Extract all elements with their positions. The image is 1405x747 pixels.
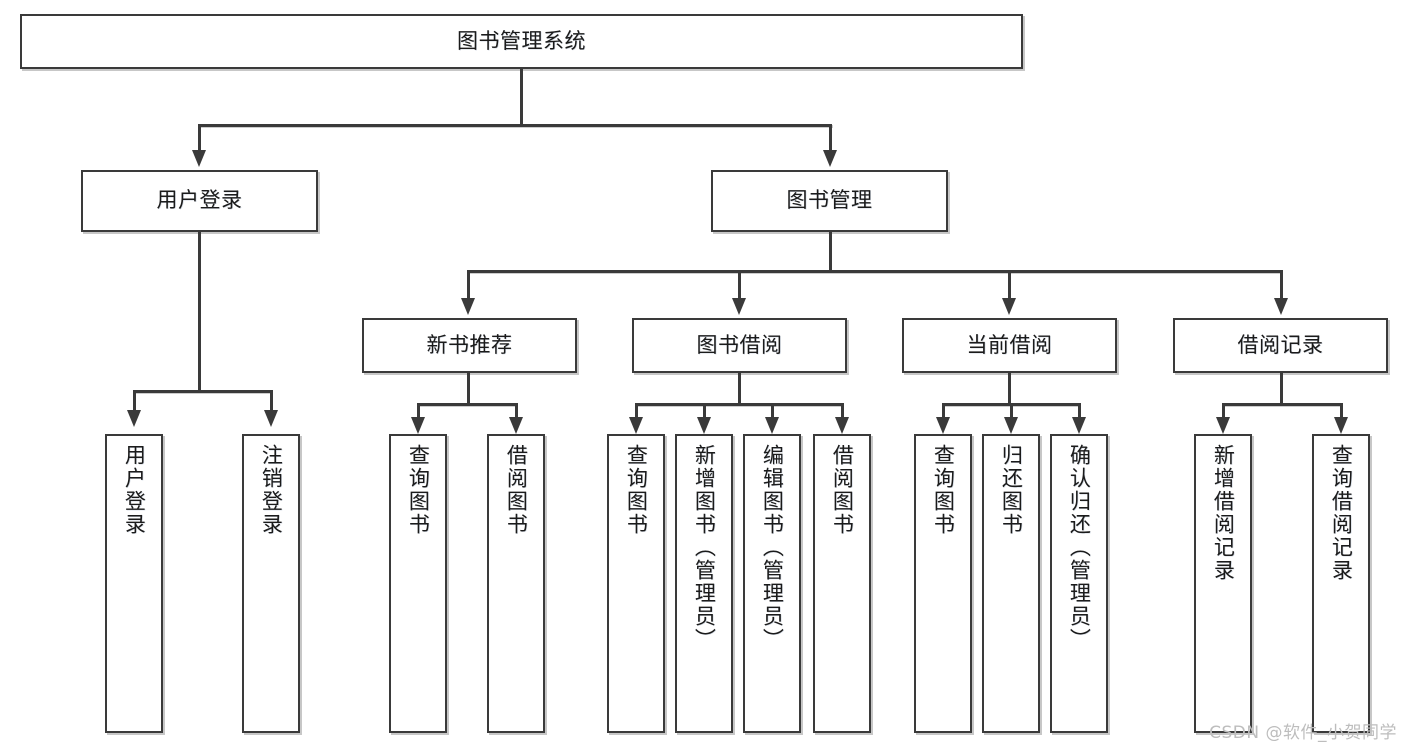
node-current-borrow[interactable]: 当前借阅 — [902, 318, 1117, 373]
arrowhead-leaf-query-book-1 — [411, 417, 425, 434]
node-leaf-user-logout[interactable]: 注销登录 — [242, 434, 300, 733]
node-leaf-confirm-return-label: 确认归还（管理员） — [1067, 444, 1092, 651]
node-leaf-edit-book-label: 编辑图书（管理员） — [760, 444, 785, 651]
arrowhead-leaf-confirm-return — [1072, 417, 1086, 434]
arrowhead-leaf-return-book — [1004, 417, 1018, 434]
arrowhead-leaf-add-record — [1216, 417, 1230, 434]
connector-book-borrow-branch-1 — [635, 403, 638, 417]
node-book-manage-label: 图书管理 — [786, 188, 873, 213]
node-book-manage[interactable]: 图书管理 — [711, 170, 948, 232]
connector-user-login-stem — [198, 232, 201, 392]
connector-to-borrow-record — [1280, 270, 1283, 298]
arrowhead-book-manage — [823, 150, 837, 167]
arrowhead-leaf-query-record — [1334, 417, 1348, 434]
node-leaf-return-book[interactable]: 归还图书 — [982, 434, 1040, 733]
arrowhead-leaf-query-book-3 — [936, 417, 950, 434]
node-leaf-query-book-3[interactable]: 查询图书 — [914, 434, 972, 733]
connector-book-borrow-branch-3 — [771, 403, 774, 417]
node-book-borrow-label: 图书借阅 — [696, 332, 783, 357]
connector-current-borrow-branch-2 — [1010, 403, 1013, 417]
node-leaf-edit-book[interactable]: 编辑图书（管理员） — [743, 434, 801, 733]
connector-current-borrow-branch-3 — [1078, 403, 1081, 417]
arrowhead-leaf-edit-book — [765, 417, 779, 434]
node-borrow-record[interactable]: 借阅记录 — [1173, 318, 1388, 373]
arrowhead-user-login — [192, 150, 206, 167]
connector-borrow-record-branch-2 — [1340, 403, 1343, 417]
node-leaf-confirm-return[interactable]: 确认归还（管理员） — [1050, 434, 1108, 733]
watermark: CSDN @软件_小贺同学 — [1209, 723, 1397, 743]
connector-borrow-record-branch-1 — [1222, 403, 1225, 417]
node-leaf-return-book-label: 归还图书 — [999, 444, 1024, 536]
connector-borrow-record-stem — [1280, 373, 1283, 405]
arrowhead-leaf-borrow-book-2 — [835, 417, 849, 434]
node-leaf-query-book-2[interactable]: 查询图书 — [607, 434, 665, 733]
connector-new-book-recommend-branch-1 — [417, 403, 420, 417]
connector-to-new-book-recommend — [467, 270, 470, 298]
connector-new-book-recommend-stem — [467, 373, 470, 405]
connector-root-to-book-manage — [829, 124, 832, 150]
connector-current-borrow-stem — [1008, 373, 1011, 405]
node-leaf-query-record[interactable]: 查询借阅记录 — [1312, 434, 1370, 733]
connector-root-stem — [520, 69, 523, 125]
node-leaf-add-record-label: 新增借阅记录 — [1211, 444, 1236, 582]
node-borrow-record-label: 借阅记录 — [1237, 332, 1324, 357]
connector-book-borrow-bus — [635, 403, 843, 406]
arrowhead-book-borrow — [732, 298, 746, 315]
node-leaf-query-record-label: 查询借阅记录 — [1329, 444, 1354, 582]
node-new-book-recommend-label: 新书推荐 — [426, 332, 513, 357]
node-root[interactable]: 图书管理系统 — [20, 14, 1023, 69]
node-leaf-query-book-1-label: 查询图书 — [406, 444, 431, 536]
node-root-label: 图书管理系统 — [457, 28, 586, 53]
node-leaf-user-login-label: 用户登录 — [122, 444, 147, 536]
node-leaf-add-record[interactable]: 新增借阅记录 — [1194, 434, 1252, 733]
arrowhead-leaf-add-book — [697, 417, 711, 434]
connector-user-login-bus — [133, 390, 272, 393]
connector-current-borrow-branch-1 — [942, 403, 945, 417]
arrowhead-new-book-recommend — [461, 298, 475, 315]
node-leaf-borrow-book-2[interactable]: 借阅图书 — [813, 434, 871, 733]
node-leaf-add-book[interactable]: 新增图书（管理员） — [675, 434, 733, 733]
node-leaf-borrow-book-1[interactable]: 借阅图书 — [487, 434, 545, 733]
node-leaf-user-logout-label: 注销登录 — [259, 444, 284, 536]
arrowhead-borrow-record — [1274, 298, 1288, 315]
connector-to-book-borrow — [738, 270, 741, 298]
node-leaf-borrow-book-1-label: 借阅图书 — [504, 444, 529, 536]
connector-book-borrow-branch-2 — [703, 403, 706, 417]
arrowhead-leaf-user-login — [127, 410, 141, 427]
node-user-login-label: 用户登录 — [156, 188, 243, 213]
node-user-login[interactable]: 用户登录 — [81, 170, 318, 232]
node-current-borrow-label: 当前借阅 — [966, 332, 1053, 357]
node-leaf-query-book-1[interactable]: 查询图书 — [389, 434, 447, 733]
node-leaf-add-book-label: 新增图书（管理员） — [692, 444, 717, 651]
connector-user-login-branch-1 — [133, 390, 136, 410]
connector-book-borrow-stem — [738, 373, 741, 405]
arrowhead-leaf-user-logout — [264, 410, 278, 427]
node-leaf-borrow-book-2-label: 借阅图书 — [830, 444, 855, 536]
connector-book-manage-bus — [467, 270, 1280, 273]
connector-borrow-record-bus — [1222, 403, 1342, 406]
connector-root-bus — [198, 124, 832, 127]
arrowhead-leaf-query-book-2 — [629, 417, 643, 434]
node-leaf-query-book-3-label: 查询图书 — [931, 444, 956, 536]
connector-to-current-borrow — [1008, 270, 1011, 298]
node-leaf-user-login[interactable]: 用户登录 — [105, 434, 163, 733]
arrowhead-current-borrow — [1002, 298, 1016, 315]
node-book-borrow[interactable]: 图书借阅 — [632, 318, 847, 373]
connector-new-book-recommend-bus — [417, 403, 517, 406]
connector-new-book-recommend-branch-2 — [515, 403, 518, 417]
connector-book-manage-stem — [829, 232, 832, 272]
connector-root-to-user-login — [198, 124, 201, 150]
node-leaf-query-book-2-label: 查询图书 — [624, 444, 649, 536]
arrowhead-leaf-borrow-book-1 — [509, 417, 523, 434]
node-new-book-recommend[interactable]: 新书推荐 — [362, 318, 577, 373]
connector-user-login-branch-2 — [270, 390, 273, 410]
connector-book-borrow-branch-4 — [841, 403, 844, 417]
